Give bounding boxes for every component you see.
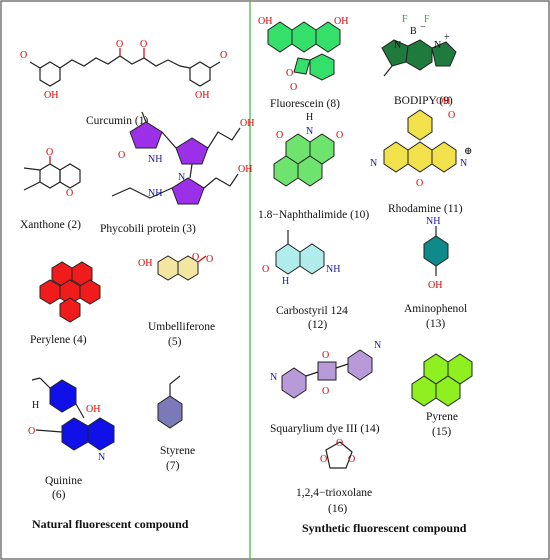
quinine-structure: OH H O N xyxy=(28,377,115,463)
naphthalimide-structure xyxy=(273,133,335,187)
atom-symbol: H xyxy=(32,400,39,411)
perylene-label: Perylene (4) xyxy=(30,334,87,346)
atom-symbol: N xyxy=(98,452,105,463)
atom-symbol: B xyxy=(410,26,417,37)
atom-symbol: O xyxy=(262,264,269,275)
atom-symbol: OH xyxy=(195,90,209,101)
atom-symbol: OH xyxy=(44,90,58,101)
umbelliferone-structure: OH O O xyxy=(138,252,213,281)
atom-symbol: O xyxy=(322,386,329,397)
carbostyril-structure xyxy=(275,230,325,275)
atom-symbol: O xyxy=(118,150,125,161)
atom-symbol: N xyxy=(270,372,277,383)
aminophenol-structure xyxy=(423,226,449,276)
quinine-label: Quinine xyxy=(45,475,82,487)
atom-symbol: F xyxy=(424,14,430,25)
squarylium-structure xyxy=(281,349,373,399)
atom-symbol: ⊕ xyxy=(464,146,472,157)
carbostyril-number: (12) xyxy=(308,319,327,331)
atom-symbol: OH xyxy=(436,96,450,107)
rhodamine-label: Rhodamine (11) xyxy=(388,203,463,215)
atom-symbol: O xyxy=(28,426,35,437)
pyrene-number: (15) xyxy=(432,426,451,438)
pyrene-structure xyxy=(411,353,473,407)
atom-symbol: OH xyxy=(258,16,272,27)
atom-symbol: O xyxy=(192,252,199,263)
styrene-number: (7) xyxy=(166,460,180,472)
atom-symbol: N xyxy=(370,158,377,169)
atom-symbol: NH xyxy=(148,154,162,165)
aminophenol-number: (13) xyxy=(426,318,445,330)
atom-symbol: O xyxy=(276,130,283,141)
bodipy-label: BODIPY (9) xyxy=(394,95,453,107)
atom-symbol: NH xyxy=(326,264,340,275)
atom-symbol: OH xyxy=(86,404,100,415)
phycobili-label: Phycobili protein (3) xyxy=(100,223,196,235)
atom-symbol: N xyxy=(460,158,467,169)
trioxolane-number: (16) xyxy=(328,503,347,515)
rhodamine-structure xyxy=(383,109,457,173)
curcumin-label: Curcumin (1) xyxy=(86,115,148,127)
bodipy-structure xyxy=(381,39,457,77)
natural-panel-title: Natural fluorescent compound xyxy=(32,517,189,531)
xanthone-label: Xanthone (2) xyxy=(20,219,81,231)
atom-symbol: O xyxy=(416,178,423,189)
atom-symbol: OH xyxy=(428,280,442,291)
atom-symbol: OH xyxy=(334,16,348,27)
phycobili-structure: OH OH O NH N NH xyxy=(111,111,254,205)
atom-symbol: N xyxy=(434,40,441,51)
atom-symbol: H xyxy=(282,276,289,287)
styrene-label: Styrene xyxy=(160,445,195,457)
atom-symbol: F xyxy=(402,14,408,25)
naphthalimide-label: 1.8−Naphthalimide (10) xyxy=(258,209,369,221)
trioxolane-label: 1,2,4−trioxolane xyxy=(296,487,372,499)
styrene-structure xyxy=(157,375,183,429)
atom-symbol: − xyxy=(420,22,426,33)
atom-symbol: OH xyxy=(240,118,254,129)
atom-symbol: OH xyxy=(238,164,252,175)
quinine-number: (6) xyxy=(52,489,66,501)
atom-symbol: O xyxy=(286,68,293,79)
carbostyril-label: Carbostyril 124 xyxy=(276,305,348,317)
atom-symbol: O xyxy=(290,82,297,93)
atom-symbol: NH xyxy=(426,216,440,227)
atom-symbol: H xyxy=(306,112,313,123)
atom-symbol: O xyxy=(322,350,329,361)
curcumin-structure: O O O O OH OH xyxy=(20,39,227,101)
fluorescein-label: Fluorescein (8) xyxy=(270,98,340,110)
atom-symbol: O xyxy=(448,110,455,121)
aminophenol-label: Aminophenol xyxy=(404,303,467,315)
atom-symbol: OH xyxy=(138,258,152,269)
atom-symbol: NH xyxy=(148,188,162,199)
atom-symbol: O xyxy=(336,438,343,449)
perylene-structure xyxy=(39,261,101,323)
atom-symbol: N xyxy=(306,126,313,137)
synthetic-panel-title: Synthetic fluorescent compound xyxy=(302,521,467,535)
atom-symbol: O xyxy=(20,50,27,61)
xanthone-structure: O O xyxy=(23,147,81,199)
atom-symbol: O xyxy=(348,454,355,465)
atom-symbol: N xyxy=(178,172,185,183)
fluorescein-structure xyxy=(267,21,341,81)
atom-symbol: O xyxy=(336,130,343,141)
atom-symbol: O xyxy=(66,188,73,199)
synthetic-panel: OH OH O O Fluorescein (8) F F B − N N + … xyxy=(258,14,473,535)
atom-symbol: O xyxy=(206,254,213,265)
atom-symbol: N xyxy=(374,340,381,351)
atom-symbol: + xyxy=(444,32,450,43)
pyrene-label: Pyrene xyxy=(426,411,458,423)
trioxolane-structure xyxy=(325,441,353,469)
atom-symbol: O xyxy=(46,147,53,158)
atom-symbol: O xyxy=(116,39,123,50)
atom-symbol: N xyxy=(394,40,401,51)
natural-panel: O O O O OH OH Curcumin (1) O O Xanthone … xyxy=(20,39,254,531)
squarylium-label: Squarylium dye III (14) xyxy=(270,423,380,435)
umbelliferone-number: (5) xyxy=(168,336,182,348)
atom-symbol: O xyxy=(320,454,327,465)
umbelliferone-label: Umbelliferone xyxy=(148,321,215,333)
atom-symbol: O xyxy=(220,50,227,61)
atom-symbol: O xyxy=(140,39,147,50)
